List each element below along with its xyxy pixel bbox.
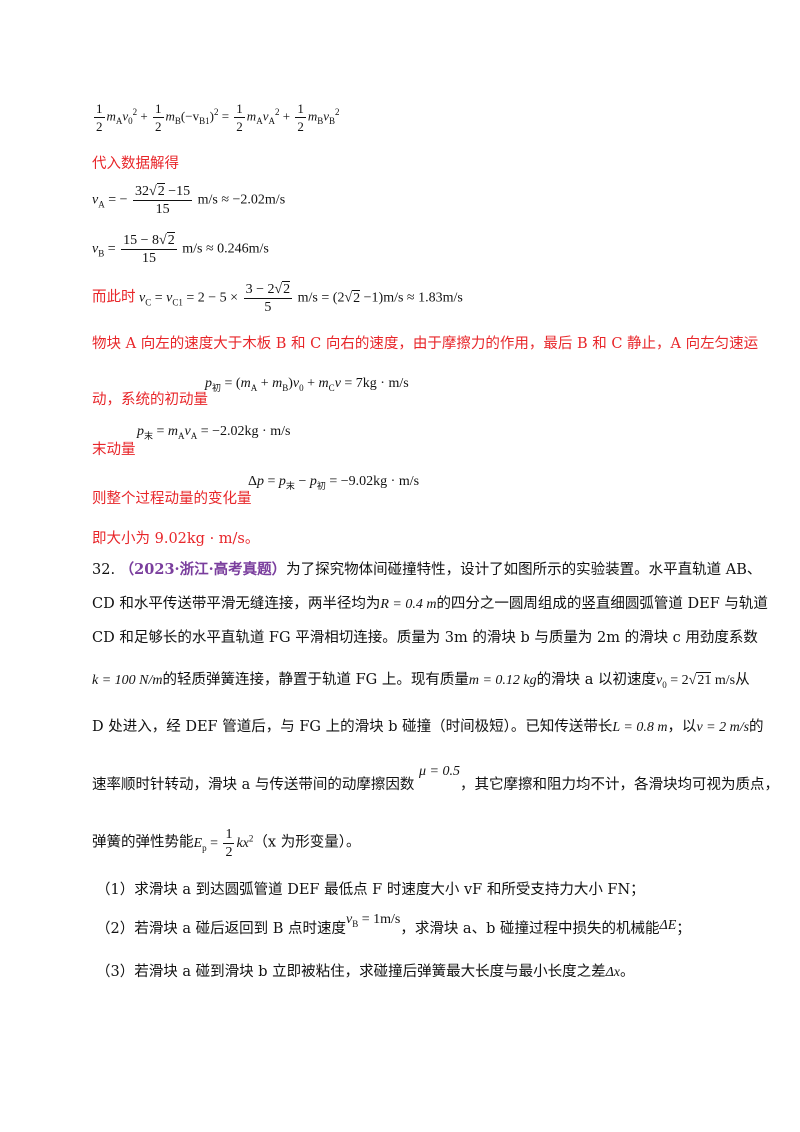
initial-momentum-label: 动，系统的初动量 — [92, 392, 208, 408]
substitute-label: 代入数据解得 — [92, 156, 179, 172]
initial-momentum-equation: p初 = (mA + mB)v0 + mCv = 7kg · m/s — [205, 376, 409, 393]
final-momentum-label: 末动量 — [92, 442, 136, 458]
problem-line-3: CD 和足够长的水平直轨道 FG 平滑相切连接。质量为 3m 的滑块 b 与质量… — [92, 630, 758, 646]
problem-line-1: 32. （2023·浙江·高考真题）为了探究物体间碰撞特性，设计了如图所示的实验… — [92, 561, 762, 578]
problem-line-6: 速率顺时针转动，滑块 a 与传送带间的动摩擦因数 μ = 0.5，其它摩擦和阻力… — [92, 764, 779, 793]
problem-source: （2023·浙江·高考真题） — [119, 561, 287, 578]
change-equation: Δp = p末 − p初 = −9.02kg · m/s — [248, 474, 420, 491]
final-momentum-equation: p末 = mAvA = −2.02kg · m/s — [137, 424, 291, 441]
problem-line-2: CD 和水平传送带平滑无缝连接，两半径均为R = 0.4 m的四分之一圆周组成的… — [92, 596, 768, 612]
question-2: （2）若滑块 a 碰后返回到 B 点时速度vB = 1m/s，求滑块 a、b 碰… — [96, 912, 691, 937]
change-label: 则整个过程动量的变化量 — [92, 491, 252, 507]
problem-number: 32. — [92, 562, 116, 578]
question-3: （3）若滑块 a 碰到滑块 b 立即被粘住，求碰撞后弹簧最大长度与最小长度之差Δ… — [96, 964, 635, 980]
magnitude-answer: 即大小为 9.02kg · m/s。 — [92, 531, 260, 547]
question-1: （1）求滑块 a 到达圆弧管道 DEF 最低点 F 时速度大小 vF 和所受支持… — [96, 882, 645, 898]
problem-line-4: k = 100 N/m的轻质弹簧连接，静置于轨道 FG 上。现有质量m = 0.… — [92, 672, 750, 690]
paragraph-motion: 物块 A 向左的速度大于木板 B 和 C 向右的速度，由于摩擦力的作用，最后 B… — [92, 336, 759, 352]
problem-line-5: D 处进入，经 DEF 管道后，与 FG 上的滑块 b 碰撞（时间极短）。已知传… — [92, 719, 764, 735]
